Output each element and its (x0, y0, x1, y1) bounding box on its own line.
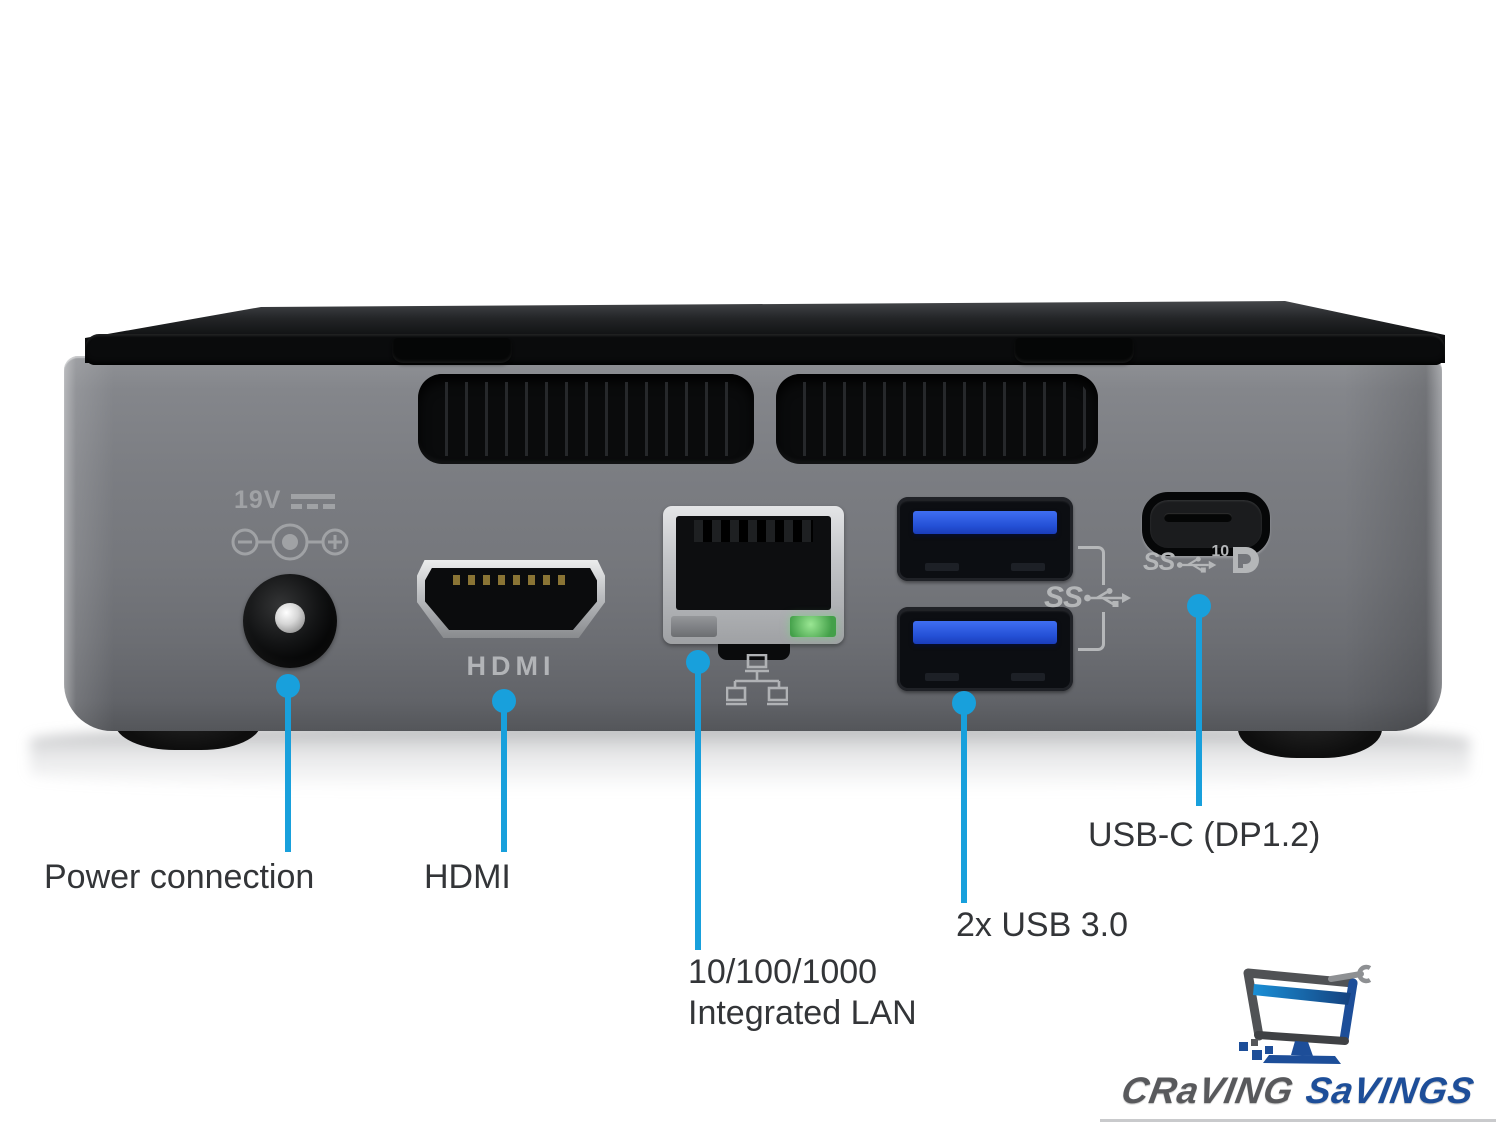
usb-group-bracket-bottom (1078, 612, 1105, 651)
usb3-tongue (913, 511, 1057, 534)
power-jack-pin (275, 603, 305, 633)
usb-trident-icon (1177, 556, 1217, 573)
ethernet-port (663, 506, 844, 644)
hdmi-pins (452, 575, 570, 585)
usb-group-bracket-top (1078, 546, 1105, 585)
usbc-marking: SS 10 (1143, 543, 1261, 577)
hdmi-port-cavity (425, 568, 597, 630)
vent-grille-right (776, 374, 1098, 464)
brand-word-craving: CRaVING (1118, 1070, 1298, 1111)
callout-line-power (285, 686, 291, 852)
callout-dot-usb (952, 691, 976, 715)
callout-dot-lan (686, 650, 710, 674)
usbc-slot (1164, 513, 1232, 522)
superspeed-usb-marking: SS (1044, 581, 1133, 615)
power-voltage-marking: 19V (234, 486, 338, 515)
usbc-speed-label: 10 (1211, 543, 1230, 560)
ethernet-led-right (790, 616, 836, 637)
callout-line-usbc (1196, 606, 1202, 806)
usb3-port-1 (897, 497, 1073, 581)
power-jack-port (243, 574, 337, 668)
vent-slats (786, 382, 1088, 456)
hdmi-port-marking: HDMI (466, 651, 556, 681)
device-ground-shadow (30, 722, 1470, 792)
usb-contact (925, 563, 959, 571)
callout-label-lan-line1: 10/100/1000 (688, 953, 878, 991)
ethernet-tab-slot (718, 644, 790, 660)
polarity-symbol-icon (231, 523, 349, 561)
callout-dot-usbc (1187, 594, 1211, 618)
callout-label-lan: 10/100/1000 Integrated LAN (688, 952, 917, 1034)
power-voltage-label: 19V (234, 486, 282, 514)
superspeed-ss-label: SS (1044, 581, 1083, 614)
vent-slats (428, 382, 744, 456)
device-lid-front (85, 334, 1445, 365)
usb-contact (925, 673, 959, 681)
callout-dot-hdmi (492, 689, 516, 713)
callout-label-lan-line2: Integrated LAN (688, 994, 917, 1032)
brand-underline (1100, 1119, 1496, 1122)
callout-label-hdmi: HDMI (424, 858, 511, 896)
network-icon (726, 654, 788, 706)
usbc-ss-label: SS (1143, 548, 1175, 576)
brand-name: CRaVING SaVINGS (1094, 1070, 1500, 1112)
usb-trident-icon (1084, 588, 1132, 607)
ethernet-pins (694, 520, 813, 542)
lid-clip-right (1014, 338, 1134, 363)
callout-dot-power (276, 674, 300, 698)
shopping-cart-monitor-icon (1239, 964, 1372, 1064)
callout-line-lan (695, 662, 701, 950)
displayport-icon (1233, 547, 1260, 573)
usb-contact (1011, 563, 1045, 571)
callout-line-usb (961, 703, 967, 903)
callout-line-hdmi (501, 701, 507, 852)
ethernet-cavity (676, 516, 831, 610)
vent-grille-left (418, 374, 754, 464)
usbc-port (1142, 492, 1270, 556)
ethernet-led-left (671, 616, 717, 637)
callout-label-usbc: USB-C (DP1.2) (1088, 816, 1321, 854)
dc-power-icon (291, 493, 336, 509)
usb3-port-2 (897, 607, 1073, 691)
hdmi-port (417, 560, 605, 638)
usb-contact (1011, 673, 1045, 681)
brand-word-savings: SaVINGS (1303, 1070, 1478, 1111)
lid-clip-left (392, 338, 512, 363)
usb3-tongue (913, 621, 1057, 644)
callout-label-power: Power connection (44, 858, 315, 896)
callout-label-usb: 2x USB 3.0 (956, 906, 1128, 944)
